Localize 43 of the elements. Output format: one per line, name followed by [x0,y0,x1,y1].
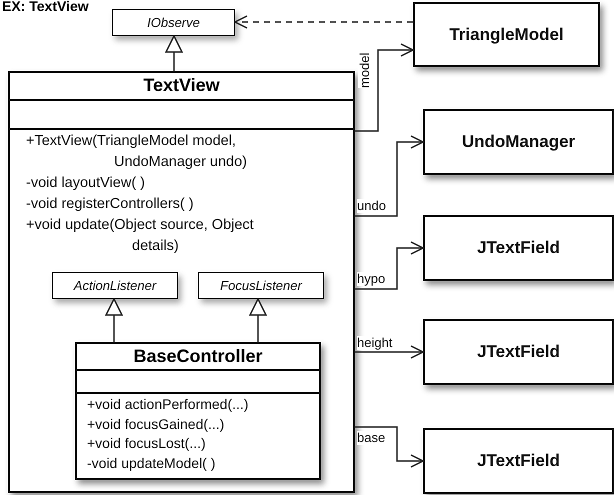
edge-label: base [357,431,386,445]
class-name: JTextField [477,451,560,471]
association-arrow [355,135,424,217]
method-signature: -void updateModel( ) [87,454,216,473]
class-box [8,71,355,493]
diagram-title: EX: TextView [2,0,89,14]
class-name: BaseController [133,346,263,366]
class-box [423,319,614,385]
interface-name: FocusListener [220,278,302,293]
method-signature: -void layoutView( ) [26,174,146,193]
association-arrow [355,241,424,290]
interface-box [52,272,178,299]
class-name: UndoManager [462,132,576,152]
class-name: TextView [143,75,220,95]
edge-label: hypo [357,272,386,286]
class-box [75,342,321,480]
interface-name: ActionListener [74,278,156,293]
association-arrow [355,43,414,132]
method-signature: +void focusLost(...) [87,434,206,453]
edge-label: height [357,336,392,350]
class-box [423,428,614,494]
method-signature: -void registerControllers( ) [26,195,194,214]
inheritance-arrow [249,298,267,342]
edge-label: model [358,52,372,88]
class-name: TriangleModel [449,24,564,44]
dependency-arrow [234,15,413,29]
interface-name: IObserve [147,15,200,30]
class-name: JTextField [477,342,560,362]
method-signature: +void update(Object source, Object details) [26,216,254,256]
association-arrow [355,426,424,468]
method-signature: +void focusGained(...) [87,414,224,434]
inheritance-arrow [105,298,123,342]
method-signature: +void actionPerformed(...) [87,395,248,414]
inheritance-arrow [165,35,183,71]
association-arrow [355,345,424,359]
interface-box [112,9,235,36]
edge-label: undo [357,199,386,213]
class-box [413,2,600,67]
class-box [423,215,614,281]
class-name: JTextField [477,238,560,258]
interface-box [198,272,324,299]
method-signature: +TextView(TriangleModel model, UndoManager undo) [26,132,248,172]
class-box [423,109,614,175]
